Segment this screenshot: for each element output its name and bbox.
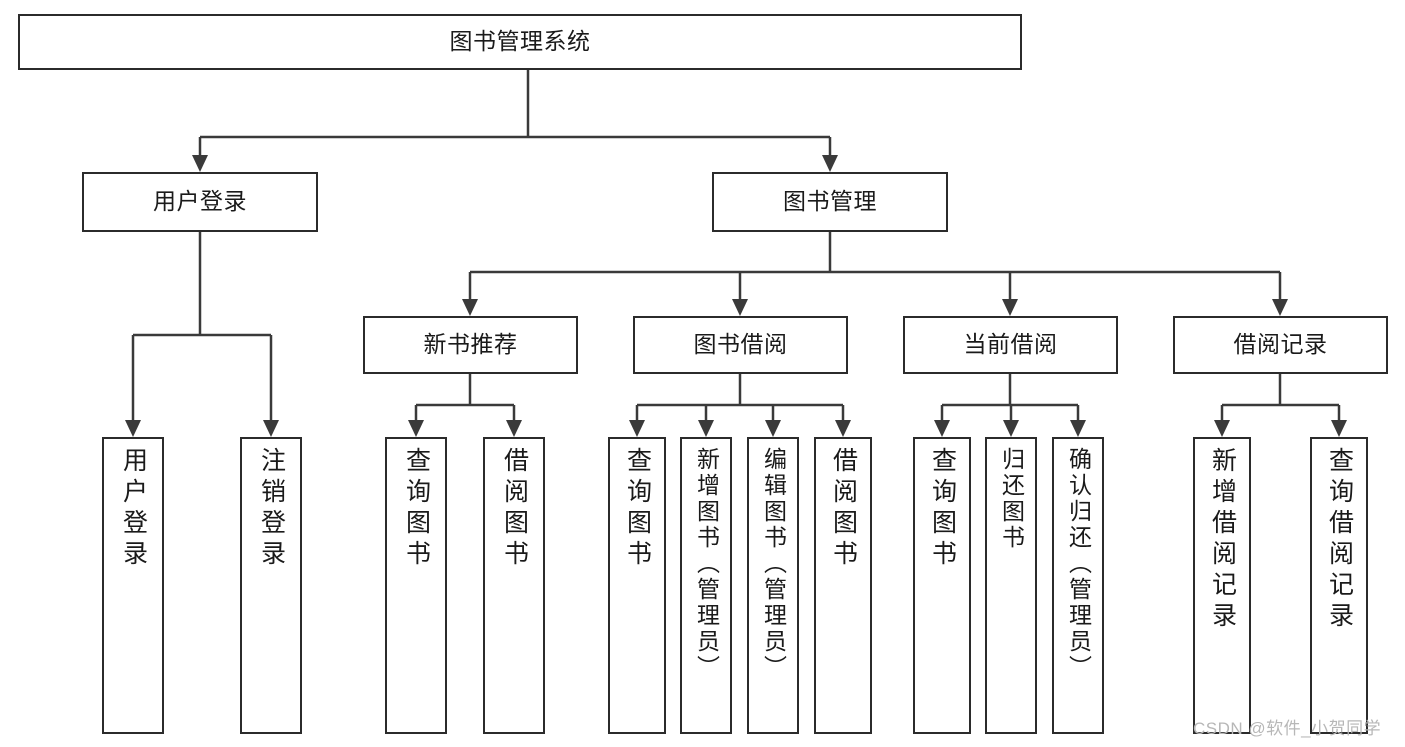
node-leaf-query-book-3[interactable]: 查询图书 xyxy=(913,437,971,734)
node-leaf-query-record-label: 查询借阅记录 xyxy=(1325,447,1354,633)
node-leaf-edit-book-label: 编辑图书（管理员） xyxy=(760,447,787,681)
node-leaf-confirm-return[interactable]: 确认归还（管理员） xyxy=(1052,437,1104,734)
node-leaf-borrow-book-1-label: 借阅图书 xyxy=(500,447,529,571)
node-leaf-add-book-label: 新增图书（管理员） xyxy=(693,447,720,681)
node-leaf-user-login[interactable]: 用户登录 xyxy=(102,437,164,734)
node-leaf-query-book-2[interactable]: 查询图书 xyxy=(608,437,666,734)
node-user-login[interactable]: 用户登录 xyxy=(82,172,318,232)
node-leaf-query-book-3-label: 查询图书 xyxy=(928,447,957,571)
node-user-login-label: 用户登录 xyxy=(153,188,247,215)
node-leaf-add-record[interactable]: 新增借阅记录 xyxy=(1193,437,1251,734)
node-leaf-return-book[interactable]: 归还图书 xyxy=(985,437,1037,734)
node-new-book-recommend[interactable]: 新书推荐 xyxy=(363,316,578,374)
node-book-manage[interactable]: 图书管理 xyxy=(712,172,948,232)
node-borrow-record[interactable]: 借阅记录 xyxy=(1173,316,1388,374)
node-leaf-borrow-book-1[interactable]: 借阅图书 xyxy=(483,437,545,734)
node-current-borrow-label: 当前借阅 xyxy=(963,331,1058,358)
node-borrow-record-label: 借阅记录 xyxy=(1233,331,1328,358)
node-leaf-query-book-2-label: 查询图书 xyxy=(623,447,652,571)
node-root-title[interactable]: 图书管理系统 xyxy=(18,14,1022,70)
node-current-borrow[interactable]: 当前借阅 xyxy=(903,316,1118,374)
node-leaf-add-book[interactable]: 新增图书（管理员） xyxy=(680,437,732,734)
node-leaf-user-login-label: 用户登录 xyxy=(119,447,148,571)
node-leaf-add-record-label: 新增借阅记录 xyxy=(1208,447,1237,633)
watermark: CSDN @软件_小贺同学 xyxy=(1193,719,1382,738)
node-leaf-query-book-1-label: 查询图书 xyxy=(402,447,431,571)
node-root-title-label: 图书管理系统 xyxy=(449,28,591,55)
node-leaf-borrow-book-2[interactable]: 借阅图书 xyxy=(814,437,872,734)
node-leaf-borrow-book-2-label: 借阅图书 xyxy=(829,447,858,571)
node-book-borrow[interactable]: 图书借阅 xyxy=(633,316,848,374)
node-leaf-return-book-label: 归还图书 xyxy=(998,447,1025,551)
node-book-manage-label: 图书管理 xyxy=(783,188,877,215)
node-leaf-query-record[interactable]: 查询借阅记录 xyxy=(1310,437,1368,734)
node-book-borrow-label: 图书借阅 xyxy=(693,331,788,358)
node-new-book-recommend-label: 新书推荐 xyxy=(423,331,518,358)
node-leaf-user-logout-label: 注销登录 xyxy=(257,447,286,571)
node-leaf-query-book-1[interactable]: 查询图书 xyxy=(385,437,447,734)
node-leaf-user-logout[interactable]: 注销登录 xyxy=(240,437,302,734)
node-leaf-edit-book[interactable]: 编辑图书（管理员） xyxy=(747,437,799,734)
node-leaf-confirm-return-label: 确认归还（管理员） xyxy=(1065,447,1092,681)
